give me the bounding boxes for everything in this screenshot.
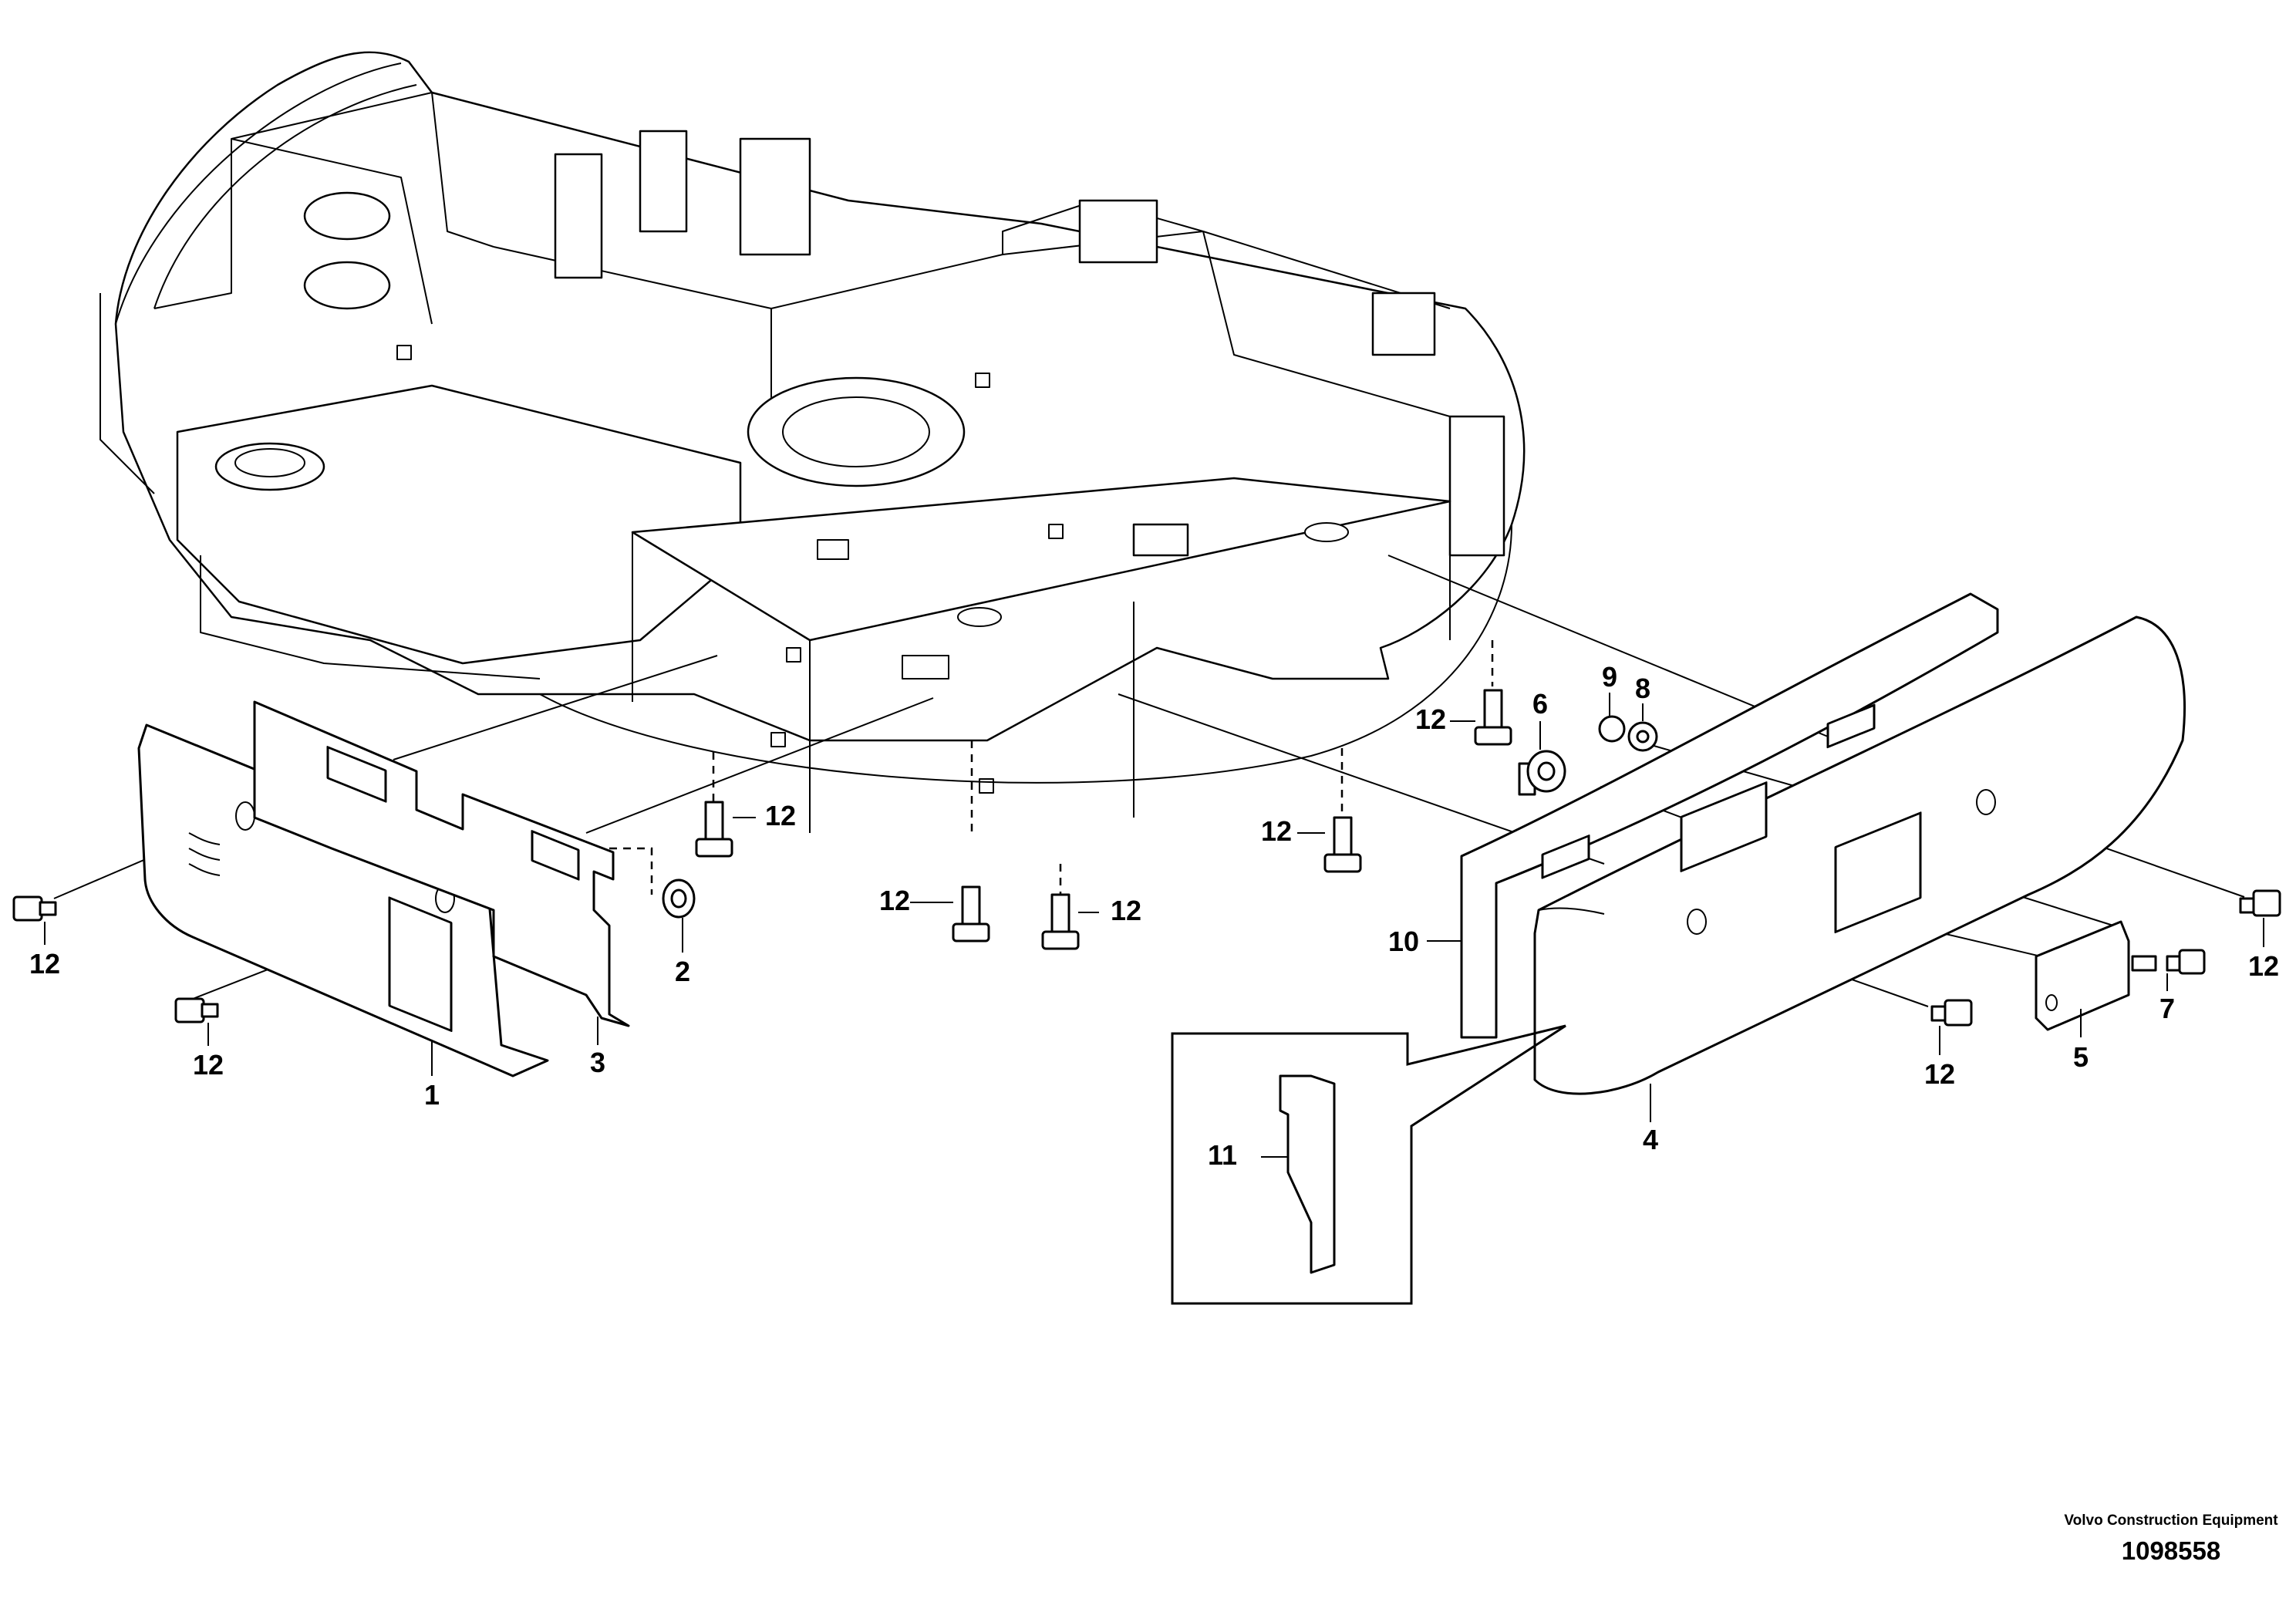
callout-12: 12 [1415,703,1446,735]
bolt-icon [1930,999,1973,1027]
callout-9: 9 [1602,661,1617,693]
callout-12: 12 [193,1049,224,1081]
bolt-part-7 [2131,955,2157,972]
callout-5: 5 [2073,1041,2089,1073]
callout-12: 12 [765,800,796,831]
bolt-icon [952,885,990,943]
callout-12: 12 [1261,815,1292,847]
detail-inset [1171,1024,1566,1305]
left-bracket-part-3 [253,700,630,1027]
bolt-icon [1041,893,1080,950]
bolts [12,689,2281,1027]
bolt-icon [1323,816,1362,873]
drawing-number: 1098558 [2121,1536,2221,1565]
callout-11: 11 [1208,1139,1237,1171]
callout-12: 12 [879,885,910,916]
callout-12: 12 [1111,895,1141,926]
callout-6: 6 [1532,688,1548,720]
callout-1: 1 [424,1079,440,1111]
callout-12: 12 [1924,1058,1955,1090]
bolt-icon [695,801,733,858]
bolt-icon [174,997,219,1023]
nut-part-9 [1598,715,1626,743]
callouts: 1 2 3 4 5 6 7 8 9 10 11 12 12 12 12 12 1… [29,661,2279,1171]
bolt-icon [12,895,57,922]
callout-4: 4 [1643,1124,1658,1155]
callout-10: 10 [1388,926,1419,957]
drawing-credit: Volvo Construction Equipment 1098558 [2052,1512,2291,1566]
bolt-icon [1474,689,1512,746]
washer-part-8 [1627,721,1658,752]
nut-part-6 [1518,750,1566,796]
bolt-icon [2239,889,2281,917]
cover-plate-part-5 [2035,920,2130,1031]
callout-7: 7 [2159,993,2175,1024]
callout-2: 2 [675,956,690,987]
bolt-icon [2166,949,2206,975]
counterweight-part-4 [1533,615,2186,1095]
nut-part-2 [662,878,696,919]
callout-12: 12 [2248,950,2279,982]
spacer-part-10 [1460,592,1999,1039]
left-cover-part-1 [137,723,549,1077]
company-name: Volvo Construction Equipment [2064,1512,2278,1529]
upper-frame [99,51,1526,833]
callout-8: 8 [1635,673,1650,704]
callout-3: 3 [590,1047,605,1078]
callout-12: 12 [29,948,60,980]
